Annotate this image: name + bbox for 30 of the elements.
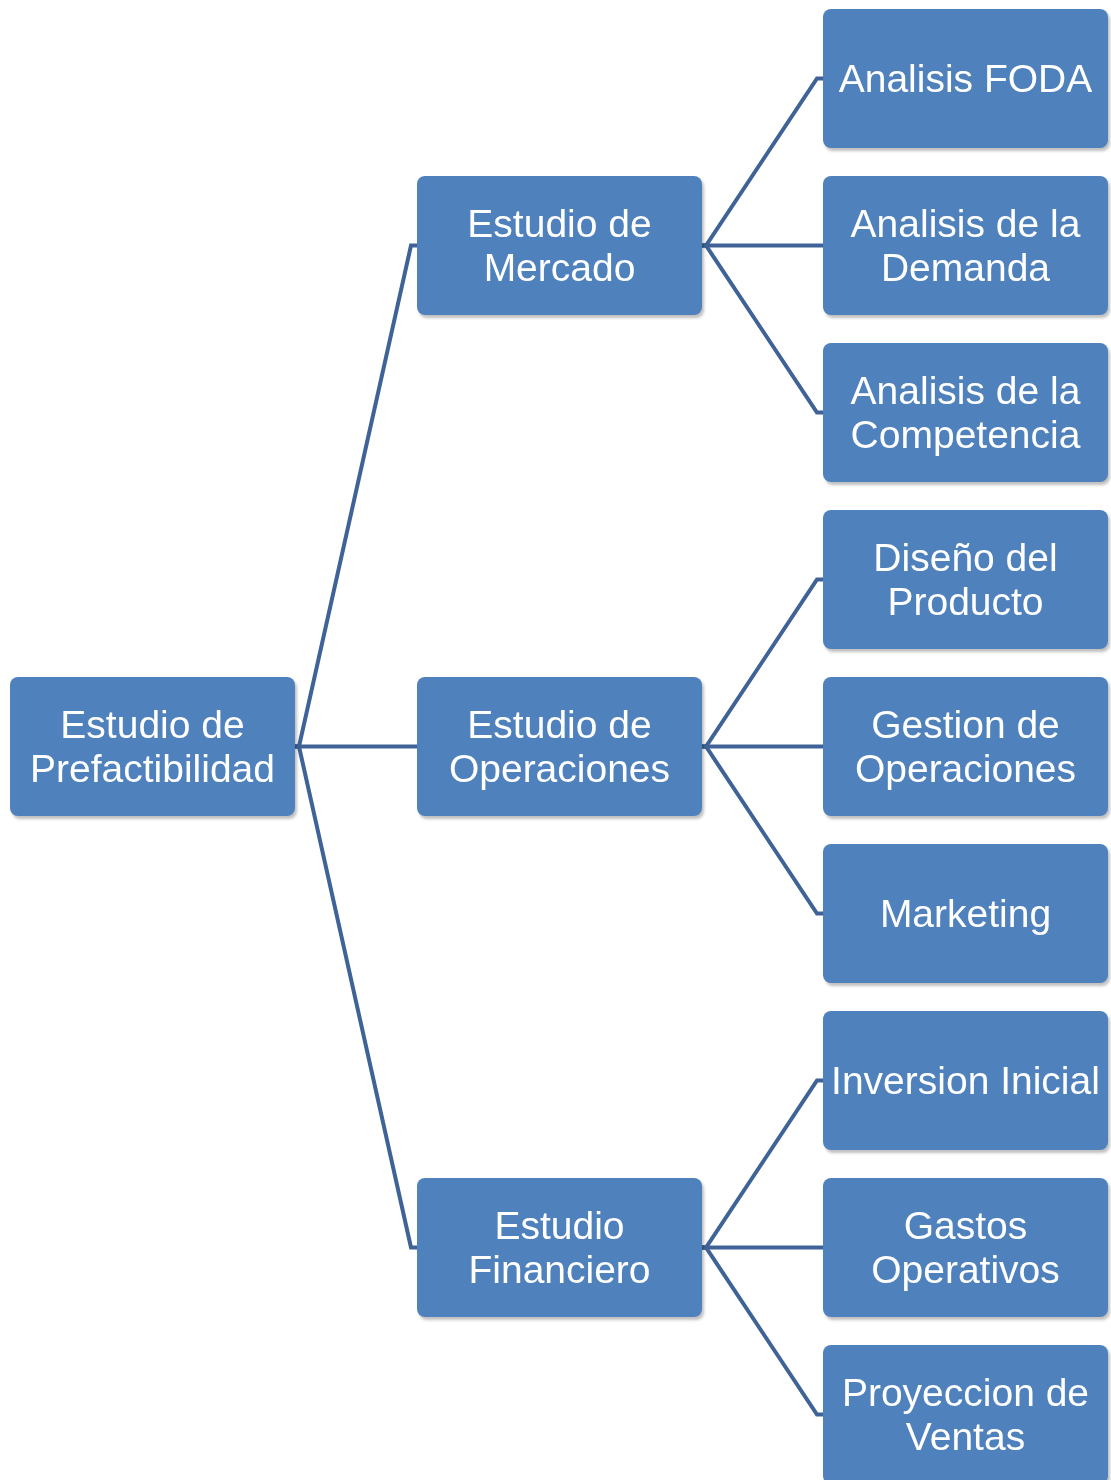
box-label: Diseño del Producto (872, 535, 1059, 624)
process-box (823, 1345, 1108, 1480)
process-box (823, 1011, 1108, 1150)
process-box (10, 677, 295, 816)
process-box (823, 9, 1108, 148)
box-label: Gastos Operativos (870, 1203, 1061, 1292)
box-label: Marketing (879, 891, 1052, 936)
box-label: Analisis FODA (838, 56, 1093, 101)
connector-line (702, 744, 823, 916)
box-label: Estudio de Mercado (466, 201, 653, 290)
process-box (823, 844, 1108, 983)
process-box (823, 1178, 1108, 1317)
process-box (823, 677, 1108, 816)
process-box (823, 510, 1108, 649)
box-label: Proyeccion de Ventas (840, 1370, 1091, 1459)
box-label: Estudio de Operaciones (447, 702, 672, 791)
process-box (823, 343, 1108, 482)
connector-line (294, 744, 417, 1250)
process-box (417, 677, 702, 816)
process-box (823, 176, 1108, 315)
box-label: Estudio Financiero (467, 1203, 652, 1292)
box-label: Inversion Inicial (831, 1058, 1100, 1103)
connector-line (702, 1245, 823, 1417)
box-label: Estudio de Prefactibilidad (29, 702, 276, 791)
box-label: Gestion de Operaciones (853, 702, 1078, 791)
process-box (417, 176, 702, 315)
box-label: Analisis de la Competencia (849, 368, 1082, 457)
process-box (417, 1178, 702, 1317)
box-label: Analisis de la Demanda (849, 201, 1082, 290)
connector-line (702, 243, 823, 415)
